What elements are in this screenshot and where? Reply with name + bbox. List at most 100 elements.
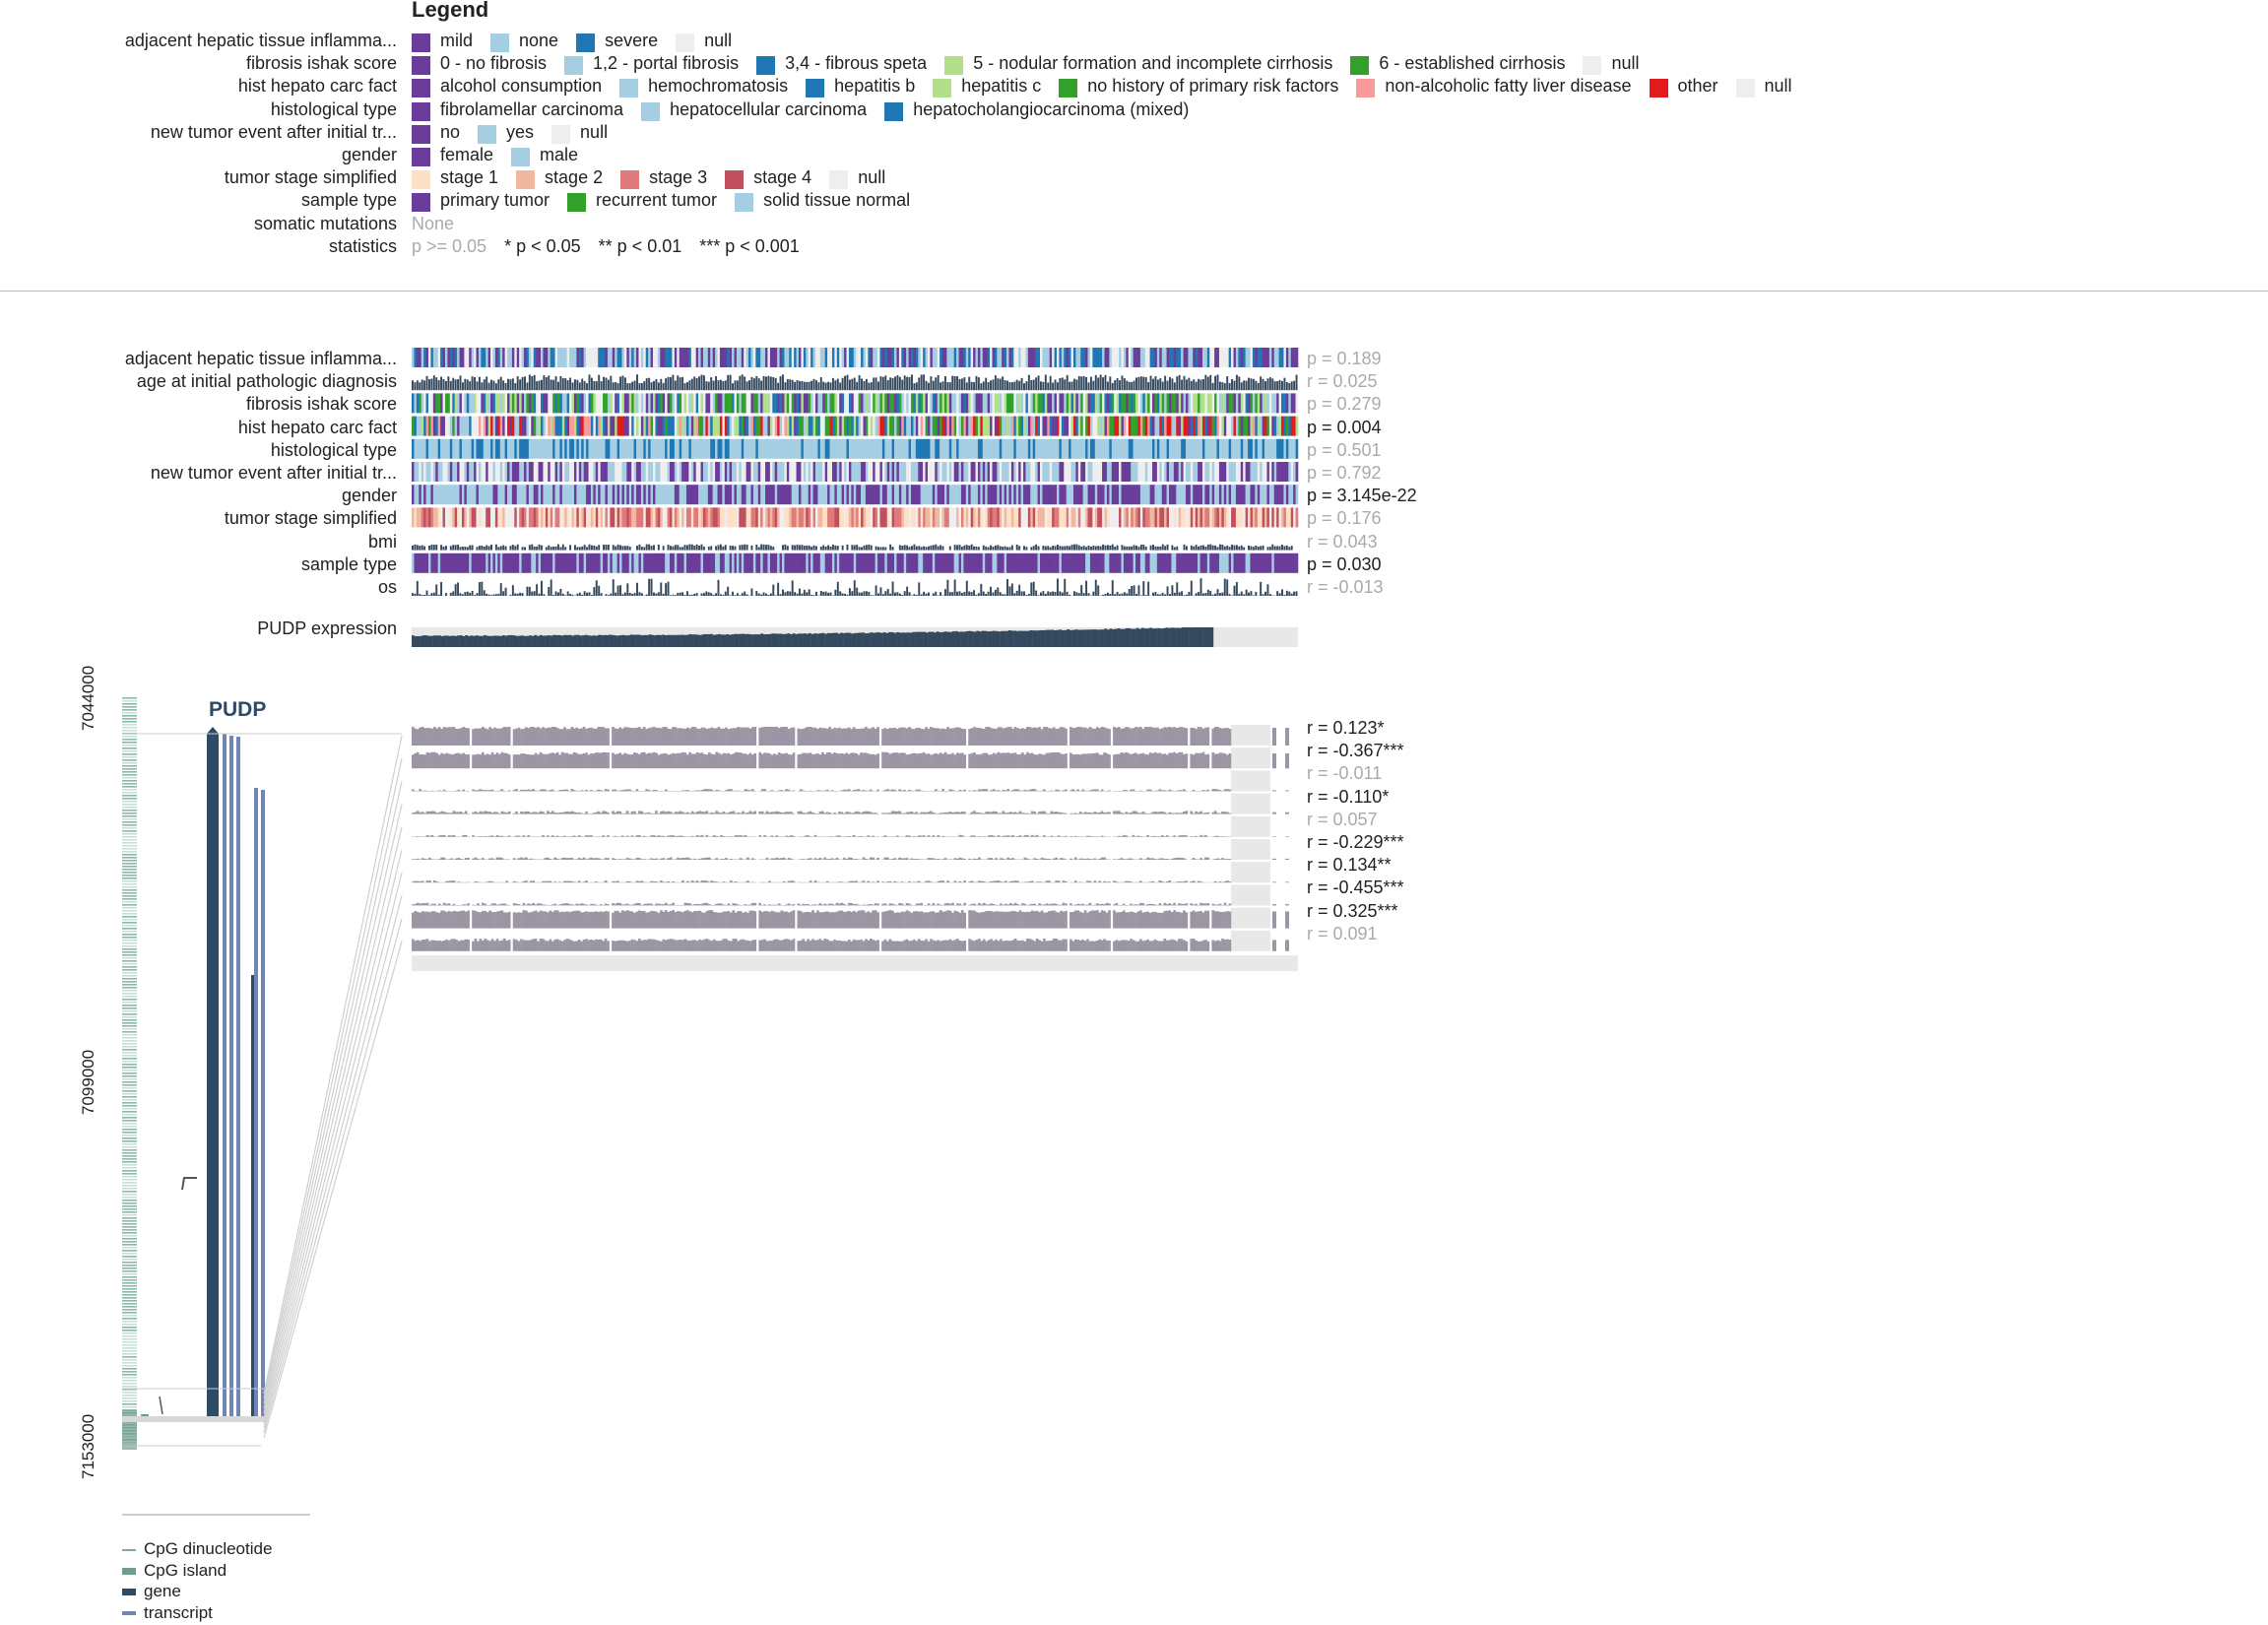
track-cell (745, 348, 749, 367)
track-cell (631, 462, 634, 482)
track-cell (1080, 507, 1083, 528)
track-cell (1293, 462, 1296, 482)
track-cell (1040, 485, 1043, 505)
track-cell (538, 485, 542, 505)
track-bar (548, 587, 551, 596)
track-cell (712, 552, 716, 573)
track-cell (911, 552, 914, 573)
track-bar (948, 592, 951, 596)
track-cell (794, 485, 797, 505)
track-bar (824, 546, 827, 551)
track-cell (848, 416, 852, 436)
track-bar (1240, 591, 1243, 596)
track-bar (427, 379, 430, 391)
track-cell (875, 552, 878, 573)
track-cell (803, 348, 807, 367)
track-cell (1082, 438, 1086, 459)
track-cell (1080, 552, 1083, 573)
methylation-bar (1052, 727, 1056, 746)
track-bar (1106, 592, 1109, 596)
methylation-bar (946, 727, 949, 746)
track-cell (881, 507, 885, 528)
methylation-bar (551, 752, 554, 769)
track-bar (626, 383, 629, 391)
track-cell (1131, 348, 1134, 367)
track-cell (1285, 462, 1289, 482)
track-cell (1285, 348, 1289, 367)
track-cell (464, 552, 468, 573)
track-cell (1221, 507, 1225, 528)
track-bar (999, 546, 1002, 551)
track-cell (715, 348, 718, 367)
track-cell (1094, 416, 1098, 436)
track-cell (856, 416, 859, 436)
track-cell (615, 462, 617, 482)
legend-swatch (412, 148, 430, 166)
track-cell (1116, 416, 1120, 436)
methylation-bar (419, 727, 421, 746)
track-cell (755, 462, 759, 482)
track-cell (817, 485, 821, 505)
track-cell (1198, 485, 1200, 505)
track-cell (881, 485, 885, 505)
track-bar (474, 376, 477, 391)
legend-item: fibrolamellar carcinoma (412, 99, 623, 121)
track-cell (466, 485, 470, 505)
methylation-bar (419, 754, 421, 769)
track-cell (600, 416, 604, 436)
track-cell (1293, 438, 1296, 459)
track-cell (755, 393, 759, 414)
methylation-bar (1030, 728, 1034, 746)
expression-bar (1077, 629, 1080, 647)
methylation-bar (667, 754, 671, 769)
track-cell (1004, 507, 1007, 528)
track-bar (932, 545, 935, 551)
track-cell (442, 552, 446, 573)
track-bar (483, 546, 486, 551)
expression-bar (723, 634, 727, 647)
track-cell (509, 416, 513, 436)
track-cell (1027, 507, 1031, 528)
track-cell (1032, 507, 1036, 528)
track-cell (640, 507, 644, 528)
track-cell (669, 462, 673, 482)
track-cell (1260, 438, 1263, 459)
track-bar (1199, 379, 1202, 391)
track-cell (1159, 462, 1163, 482)
track-cell (1185, 485, 1189, 505)
track-cell (430, 416, 434, 436)
track-cell (1139, 416, 1143, 436)
track-cell (1102, 416, 1105, 436)
track-cell (794, 507, 797, 528)
track-cell (987, 348, 991, 367)
track-cell (1221, 462, 1225, 482)
track-bar (1233, 380, 1236, 391)
methylation-bar (597, 752, 601, 769)
track-bar (662, 546, 665, 551)
track-cell (471, 416, 475, 436)
track-cell (875, 485, 878, 505)
track-cell (873, 507, 875, 528)
track-cell (1114, 416, 1117, 436)
track-cell (960, 462, 964, 482)
track-cell (827, 462, 830, 482)
track-cell (903, 393, 907, 414)
track-cell (1082, 485, 1086, 505)
track-cell (1089, 438, 1093, 459)
track-cell (490, 462, 493, 482)
methylation-bar (1143, 727, 1147, 746)
track-cell (960, 507, 964, 528)
track-cell (636, 552, 639, 573)
track-cell (1211, 393, 1215, 414)
track-cell (999, 462, 1003, 482)
track-cell (973, 348, 976, 367)
track-bar (1262, 378, 1264, 391)
track-cell (1273, 416, 1277, 436)
track-cell (1288, 393, 1292, 414)
track-cell (973, 507, 976, 528)
track-cell (774, 462, 778, 482)
track-cell (906, 507, 909, 528)
track-cell (844, 552, 847, 573)
track-cell (524, 416, 527, 436)
legend-swatch (1583, 56, 1602, 76)
